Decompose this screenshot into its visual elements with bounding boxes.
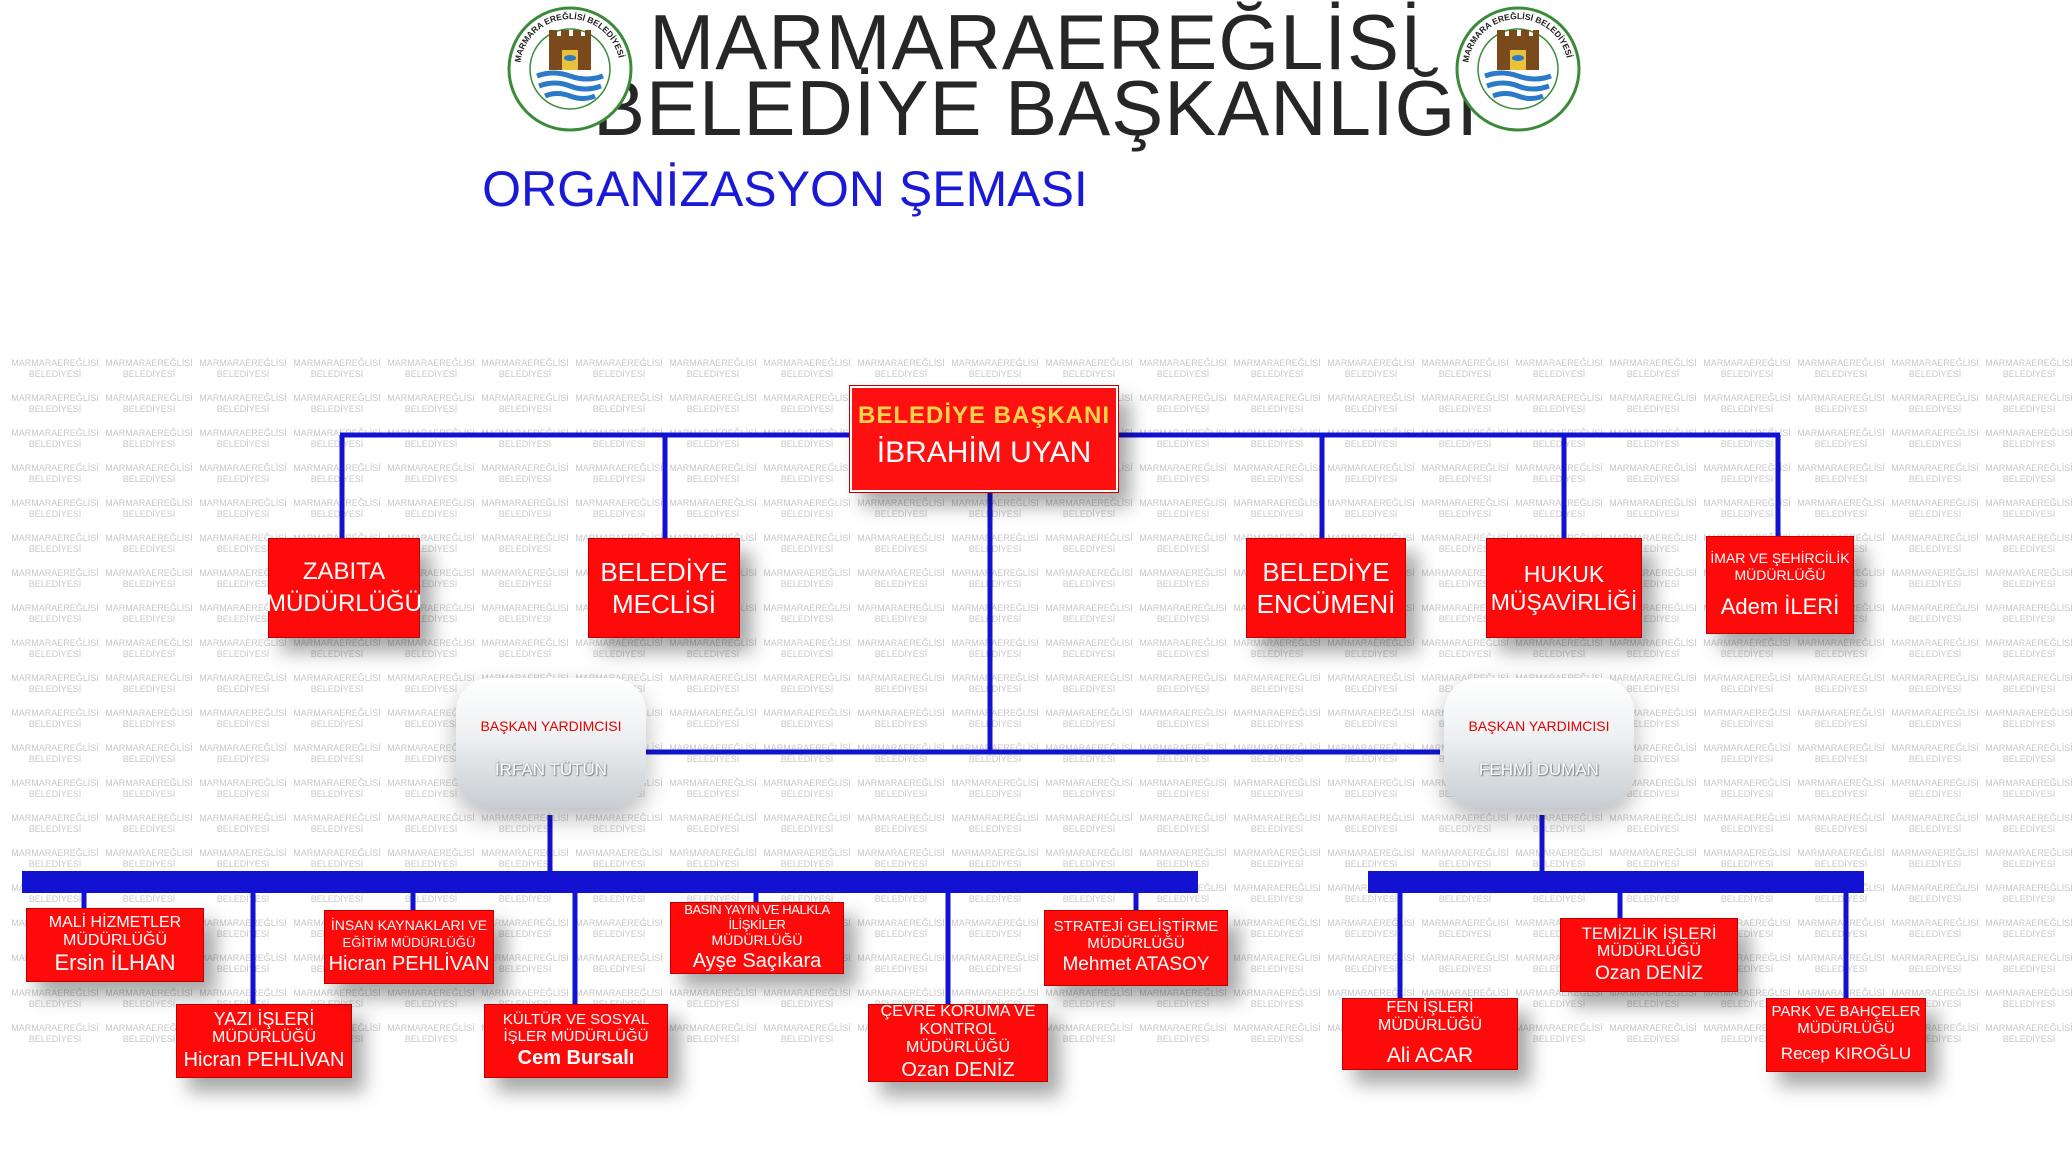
municipality-logo-right: MARMARA EREĞLİSİ BELEDİYESİ [1455, 6, 1581, 132]
unit-line1: BELEDİYE [1262, 557, 1390, 587]
unit-manager-name: Ali ACAR [1386, 1044, 1474, 1067]
unit-line2: MÜDÜRLÜĞÜ [63, 932, 167, 949]
unit-zabita: ZABITA MÜDÜRLÜĞÜ [266, 538, 422, 638]
unit-line1: YAZI İŞLERİ [213, 1009, 315, 1029]
unit-line2: MÜDÜRLÜĞÜ [711, 932, 803, 948]
unit-line1: TEMİZLİK İŞLERİ [1581, 923, 1717, 943]
unit-line1: İNSAN KAYNAKLARI VE [330, 917, 488, 933]
unit-line2: KONTROL MÜDÜRLÜĞÜ [906, 1021, 1010, 1056]
unit-imar-sehircilik: İMAR VE ŞEHİRCİLİK MÜDÜRLÜĞÜ Adem İLERİ [1706, 536, 1854, 634]
unit-line2: MÜDÜRLÜĞÜ [266, 590, 422, 617]
unit-line1: ZABITA [302, 558, 386, 585]
deputy-name: FEHMİ DUMAN [1479, 760, 1599, 779]
unit-park-bahceler: PARK VE BAHÇELER MÜDÜRLÜĞÜ Recep KIROĞLU [1766, 998, 1926, 1072]
unit-hukuk-musavirligi: HUKUK MÜŞAVİRLİĞİ [1486, 538, 1642, 638]
unit-basin-yayin: BASIN YAYIN VE HALKLA İLİŞKİLER MÜDÜRLÜĞ… [670, 902, 844, 974]
deputy-box-irfan-tutun: BAŞKAN YARDIMCISI İRFAN TÜTÜN [456, 678, 646, 808]
unit-line1: MALİ HİZMETLER [48, 914, 182, 931]
unit-manager-name: Mehmet ATASOY [1062, 954, 1210, 975]
unit-manager-name: Adem İLERİ [1720, 594, 1840, 619]
unit-manager-name: Ersin İLHAN [54, 950, 176, 975]
unit-manager-name: Hicran PEHLİVAN [183, 1049, 345, 1071]
unit-belediye-encumeni: BELEDİYE ENCÜMENİ [1246, 538, 1406, 638]
unit-belediye-meclisi: BELEDİYE MECLİSİ [588, 538, 740, 638]
unit-manager-name: Ozan DENİZ [901, 1059, 1015, 1081]
unit-manager-name: Cem Bursalı [517, 1047, 635, 1069]
unit-line1: BASIN YAYIN VE HALKLA İLİŞKİLER [684, 902, 830, 932]
unit-line2: ENCÜMENİ [1256, 589, 1396, 619]
unit-line2: MÜDÜRLÜĞÜ [1797, 1020, 1895, 1037]
unit-line2: MÜDÜRLÜĞÜ [1597, 942, 1701, 960]
unit-line1: KÜLTÜR VE SOSYAL [502, 1011, 650, 1028]
unit-line2: MECLİSİ [611, 589, 717, 619]
mayor-title: BELEDİYE BAŞKANI [857, 402, 1111, 429]
unit-mali-hizmetler: MALİ HİZMETLER MÜDÜRLÜĞÜ Ersin İLHAN [26, 908, 204, 982]
unit-manager-name: Ozan DENİZ [1595, 962, 1703, 984]
deputy-title: BAŞKAN YARDIMCISI [1468, 718, 1610, 734]
unit-manager-name: Recep KIROĞLU [1780, 1044, 1912, 1063]
unit-line1: İMAR VE ŞEHİRCİLİK [1710, 550, 1850, 566]
deputy-title: BAŞKAN YARDIMCISI [480, 718, 622, 734]
unit-line1: BELEDİYE [600, 557, 728, 587]
deputy-box-fehmi-duman: BAŞKAN YARDIMCISI FEHMİ DUMAN [1444, 678, 1634, 808]
unit-line1: HUKUK [1523, 561, 1605, 587]
page-subtitle: ORGANİZASYON ŞEMASI [482, 161, 1088, 217]
unit-yazi-isleri: YAZI İŞLERİ MÜDÜRLÜĞÜ Hicran PEHLİVAN [176, 1004, 352, 1078]
unit-line1: STRATEJİ GELİŞTİRME [1053, 918, 1219, 935]
mayor-box: BELEDİYE BAŞKANI İBRAHİM UYAN [849, 385, 1119, 493]
unit-strateji-gelistirme: STRATEJİ GELİŞTİRME MÜDÜRLÜĞÜ Mehmet ATA… [1044, 910, 1228, 986]
page-title-line2: BELEDİYE BAŞKANLIĞI [592, 64, 1480, 152]
unit-line1: ÇEVRE KORUMA VE [880, 1003, 1036, 1020]
deputy-name: İRFAN TÜTÜN [494, 760, 608, 779]
unit-line2: MÜDÜRLÜĞÜ [1087, 935, 1185, 952]
unit-line2: MÜDÜRLÜĞÜ [1734, 567, 1826, 583]
unit-line2: MÜDÜRLÜĞÜ [212, 1029, 316, 1046]
unit-manager-name: Ayşe Saçıkara [692, 950, 822, 972]
unit-fen-isleri: FEN İŞLERİ MÜDÜRLÜĞÜ Ali ACAR [1342, 998, 1518, 1070]
unit-line1: PARK VE BAHÇELER [1771, 1003, 1921, 1020]
unit-temizlik-isleri: TEMİZLİK İŞLERİ MÜDÜRLÜĞÜ Ozan DENİZ [1560, 918, 1738, 992]
unit-insan-kaynaklari: İNSAN KAYNAKLARI VE EĞİTİM MÜDÜRLÜĞÜ Hic… [324, 910, 494, 984]
unit-line2: MÜŞAVİRLİĞİ [1490, 589, 1638, 615]
mayor-name: İBRAHİM UYAN [876, 436, 1092, 469]
page-title-line1: MARMARAEREĞLİSİ [649, 0, 1423, 86]
unit-line2: EĞİTİM MÜDÜRLÜĞÜ [342, 935, 476, 950]
municipality-logo-left: MARMARA EREĞLİSİ BELEDİYESİ [507, 6, 633, 132]
unit-manager-name: Hicran PEHLİVAN [328, 953, 490, 975]
unit-kultur-sosyal-isler: KÜLTÜR VE SOSYAL İŞLER MÜDÜRLÜĞÜ Cem Bur… [484, 1004, 668, 1078]
unit-line2: İŞLER MÜDÜRLÜĞÜ [503, 1028, 649, 1045]
unit-line1: FEN İŞLERİ MÜDÜRLÜĞÜ [1378, 999, 1482, 1034]
connector-right-bar [1368, 871, 1864, 893]
connector-left-bar [22, 871, 1198, 893]
unit-cevre-koruma: ÇEVRE KORUMA VE KONTROL MÜDÜRLÜĞÜ Ozan D… [868, 1003, 1048, 1082]
